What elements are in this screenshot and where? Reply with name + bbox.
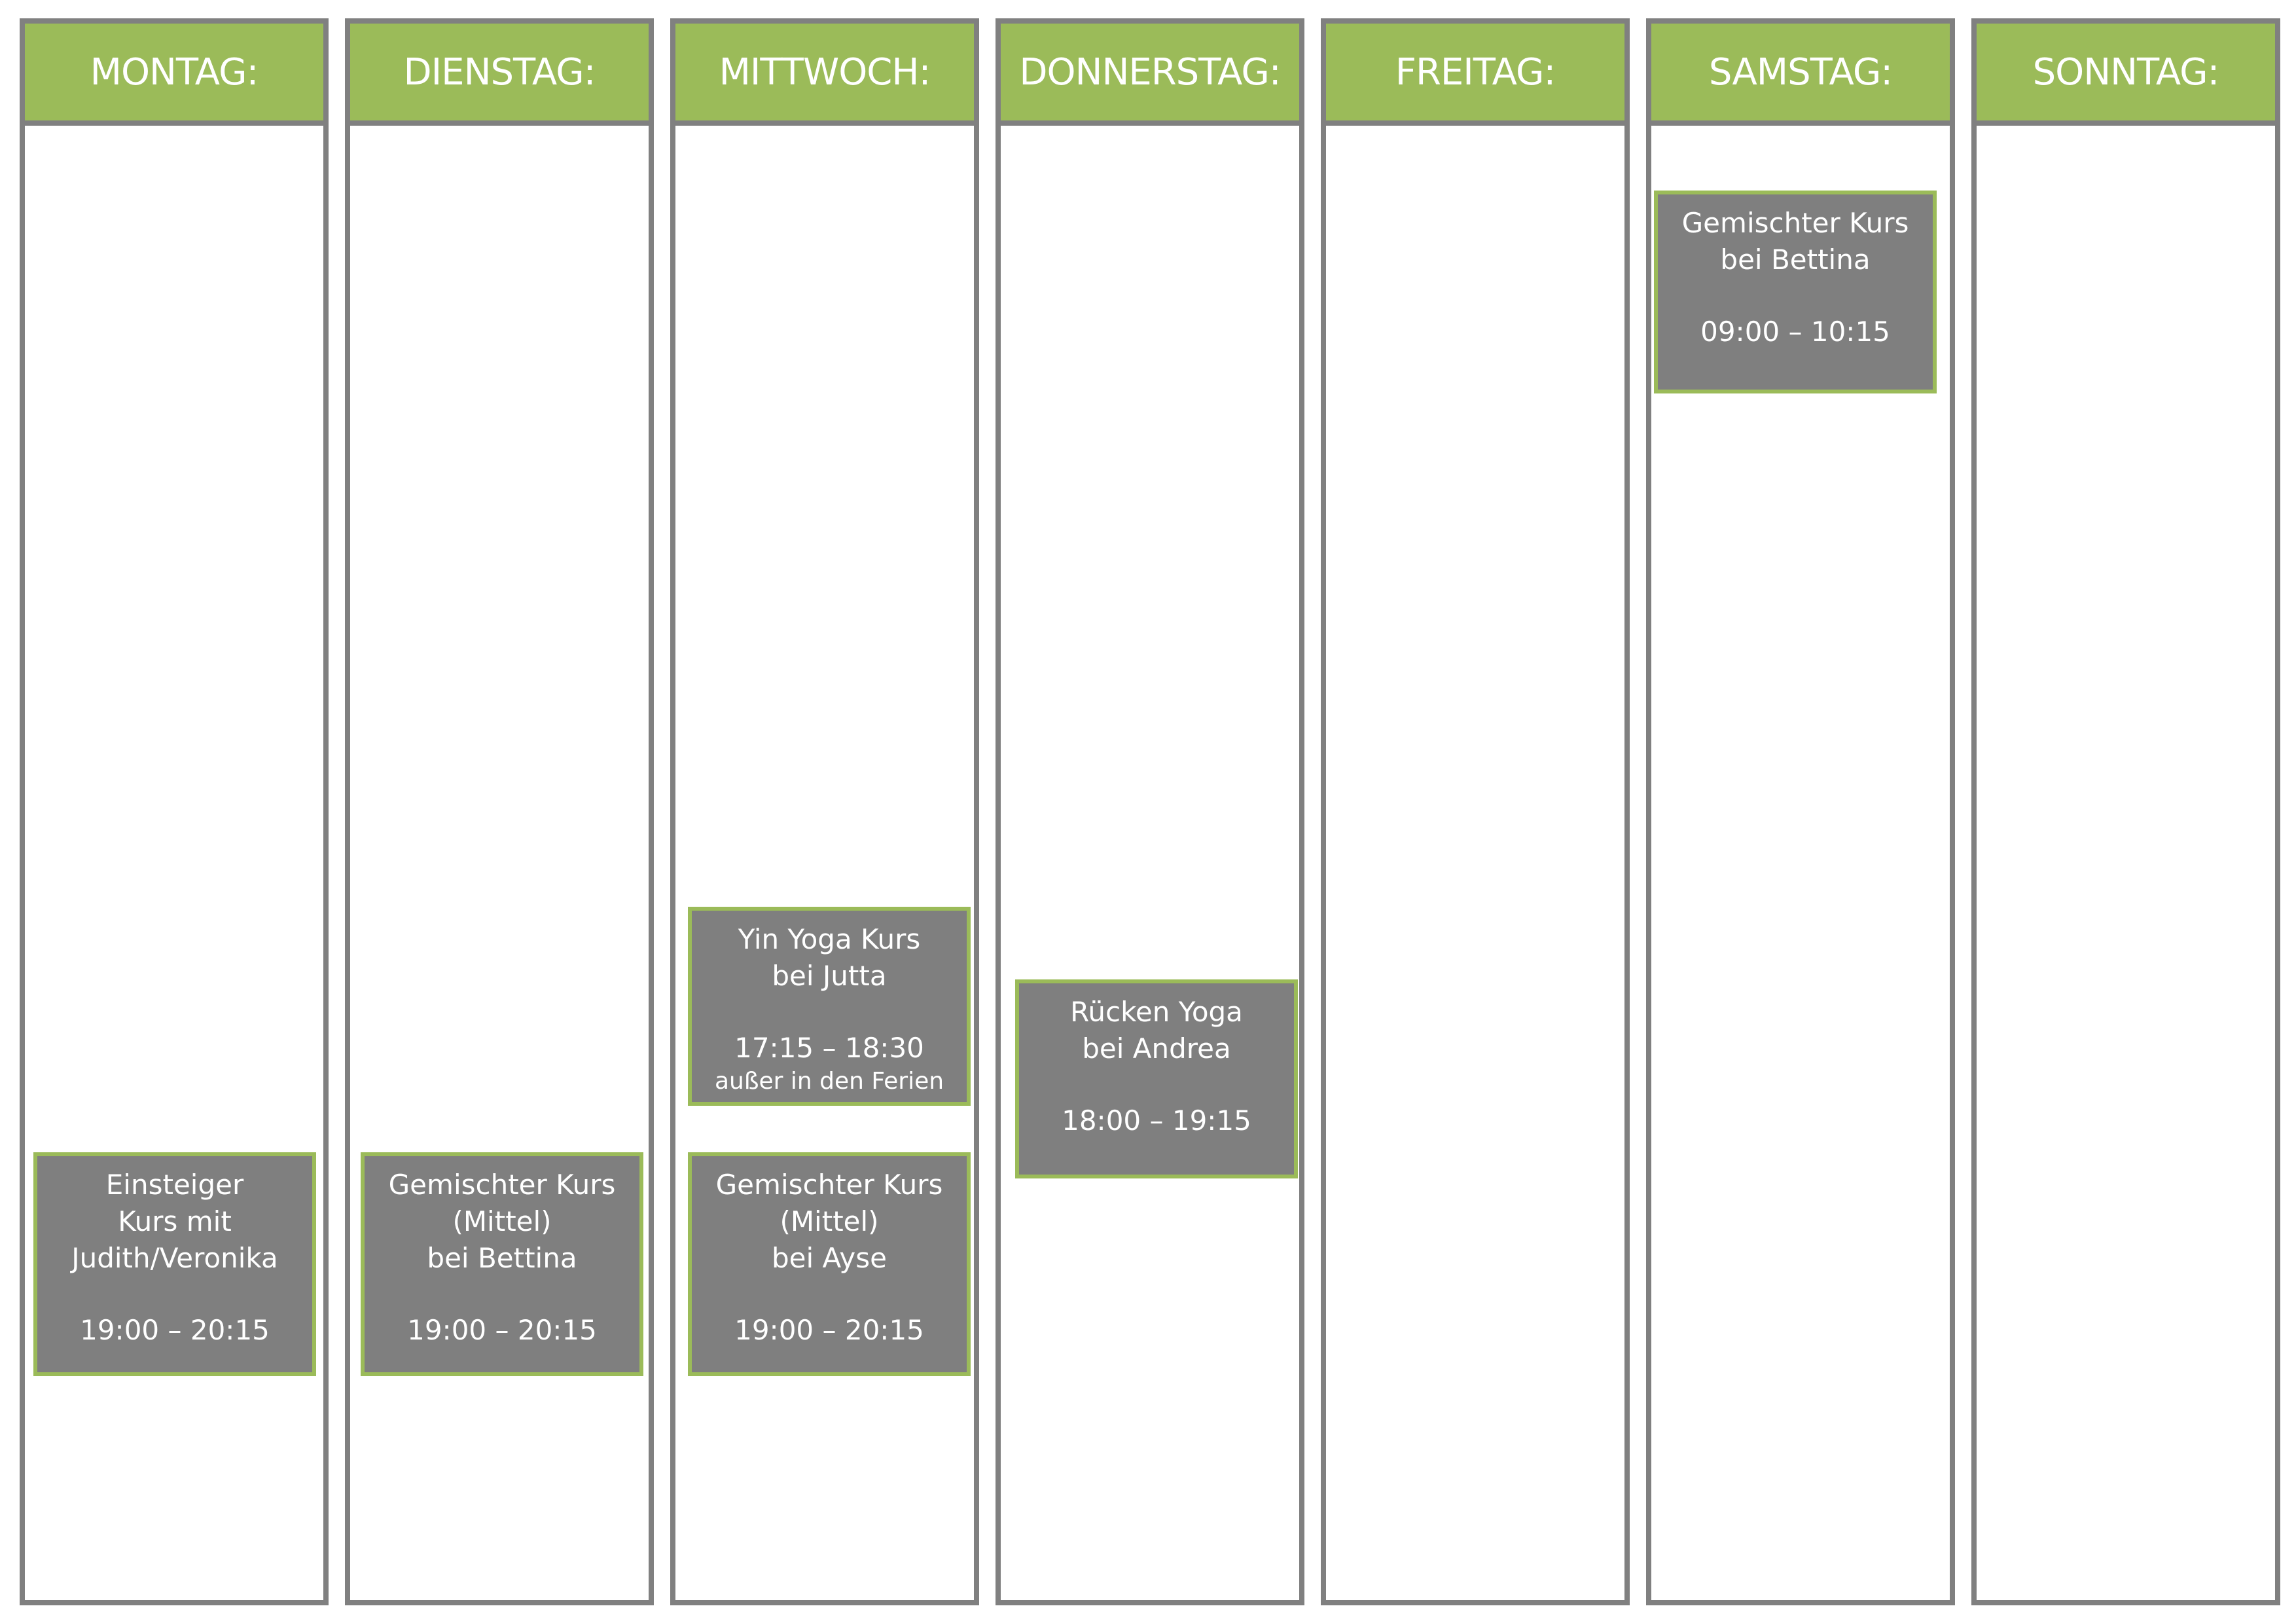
course-time: 19:00 – 20:15 [80,1314,270,1346]
course-time: 19:00 – 20:15 [734,1314,924,1346]
day-header-dienstag: DIENSTAG: [350,24,649,126]
course-title: Gemischter Kurs [715,1169,943,1201]
day-name: DIENSTAG: [403,50,596,94]
course-level: (Mittel) [780,1205,879,1237]
day-name: SAMSTAG: [1708,50,1893,94]
course-instructor: bei Jutta [772,960,887,992]
course-note: außer in den Ferien [714,1068,944,1095]
course-card-donnerstag-ruecken-yoga[interactable]: Rücken Yoga bei Andrea 18:00 – 19:15 [1015,979,1298,1178]
course-instructor: bei Bettina [1720,244,1871,276]
course-instructor: bei Andrea [1082,1032,1231,1065]
course-card-montag-einsteiger[interactable]: Einsteiger Kurs mit Judith/Veronika 19:0… [33,1152,316,1376]
course-card-mittwoch-gemischt[interactable]: Gemischter Kurs (Mittel) bei Ayse 19:00 … [688,1152,971,1376]
course-title: Kurs mit [118,1205,232,1237]
course-time: 18:00 – 19:15 [1062,1104,1251,1137]
day-header-samstag: SAMSTAG: [1651,24,1950,126]
day-header-freitag: FREITAG: [1326,24,1624,126]
course-title: Rücken Yoga [1070,996,1243,1028]
day-name: SONNTAG: [2032,50,2220,94]
day-name: MONTAG: [90,50,259,94]
day-column-freitag: FREITAG: [1321,18,1630,1605]
course-time: 09:00 – 10:15 [1700,316,1890,348]
day-name: MITTWOCH: [719,50,931,94]
day-header-donnerstag: DONNERSTAG: [1001,24,1299,126]
course-card-dienstag-gemischt[interactable]: Gemischter Kurs (Mittel) bei Bettina 19:… [361,1152,643,1376]
course-instructor: bei Bettina [427,1242,577,1274]
day-header-mittwoch: MITTWOCH: [675,24,974,126]
course-title: Einsteiger [105,1169,244,1201]
course-time: 19:00 – 20:15 [407,1314,597,1346]
course-level: (Mittel) [452,1205,552,1237]
course-instructor: Judith/Veronika [71,1242,278,1274]
day-header-montag: MONTAG: [25,24,323,126]
course-card-mittwoch-yin-yoga[interactable]: Yin Yoga Kurs bei Jutta 17:15 – 18:30 au… [688,907,971,1106]
day-column-donnerstag: DONNERSTAG: [996,18,1304,1605]
day-name: DONNERSTAG: [1019,50,1281,94]
course-title: Gemischter Kurs [1681,207,1909,239]
day-header-sonntag: SONNTAG: [1977,24,2275,126]
course-title: Gemischter Kurs [388,1169,616,1201]
course-card-samstag-gemischt[interactable]: Gemischter Kurs bei Bettina 09:00 – 10:1… [1654,191,1937,393]
course-title: Yin Yoga Kurs [738,923,921,955]
day-name: FREITAG: [1395,50,1556,94]
course-instructor: bei Ayse [772,1242,887,1274]
course-time: 17:15 – 18:30 [734,1032,924,1064]
day-column-sonntag: SONNTAG: [1971,18,2280,1605]
